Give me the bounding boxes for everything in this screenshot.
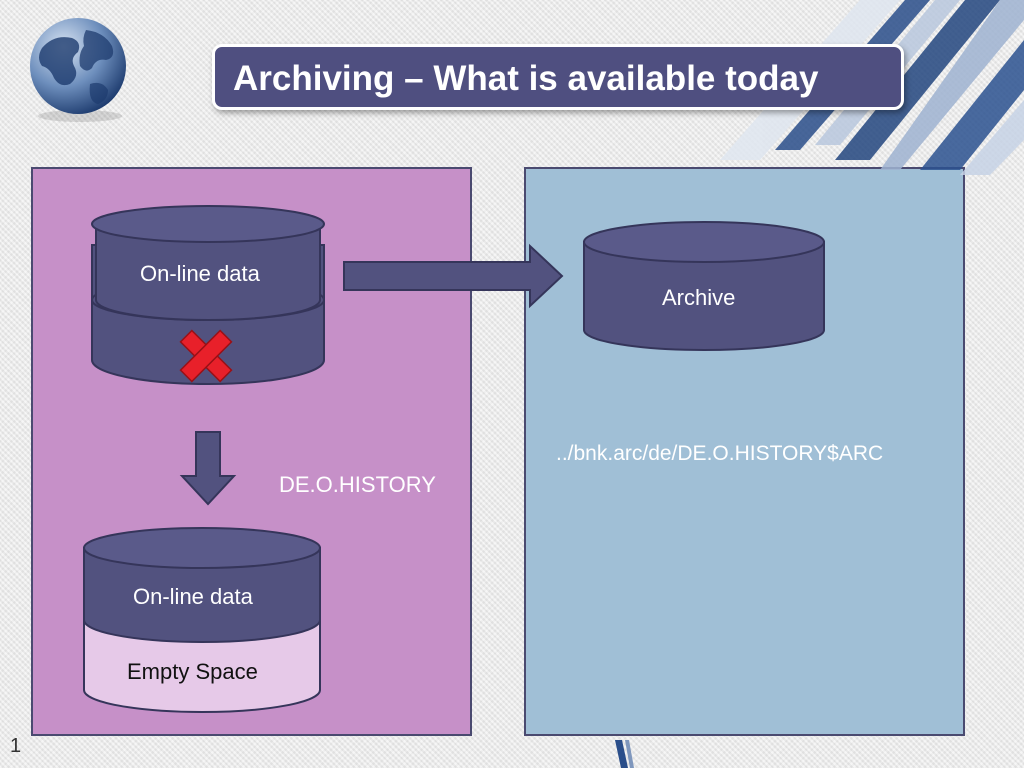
decorative-bottom-lines xyxy=(615,740,634,768)
globe-logo xyxy=(30,18,126,122)
bottom-db-bottom-label: Empty Space xyxy=(127,659,258,684)
archive-path-label: ../bnk.arc/de/DE.O.HISTORY$ARC xyxy=(556,442,884,465)
archive-db-cylinder xyxy=(583,221,825,351)
slide-number: 1 xyxy=(10,735,22,757)
delete-x-icon xyxy=(179,329,233,383)
down-arrow xyxy=(179,431,237,506)
slide-title: Archiving – What is available today xyxy=(233,59,819,98)
bottom-db-top-label: On-line data xyxy=(133,584,253,609)
title-box: Archiving – What is available today xyxy=(212,44,904,110)
right-arrow xyxy=(343,243,564,309)
archive-label: Archive xyxy=(662,285,736,310)
online-db-cylinder-top xyxy=(91,205,325,385)
table-label: DE.O.HISTORY xyxy=(279,472,436,497)
online-db-cylinder-bottom xyxy=(83,527,321,713)
top-db-label: On-line data xyxy=(140,261,260,286)
